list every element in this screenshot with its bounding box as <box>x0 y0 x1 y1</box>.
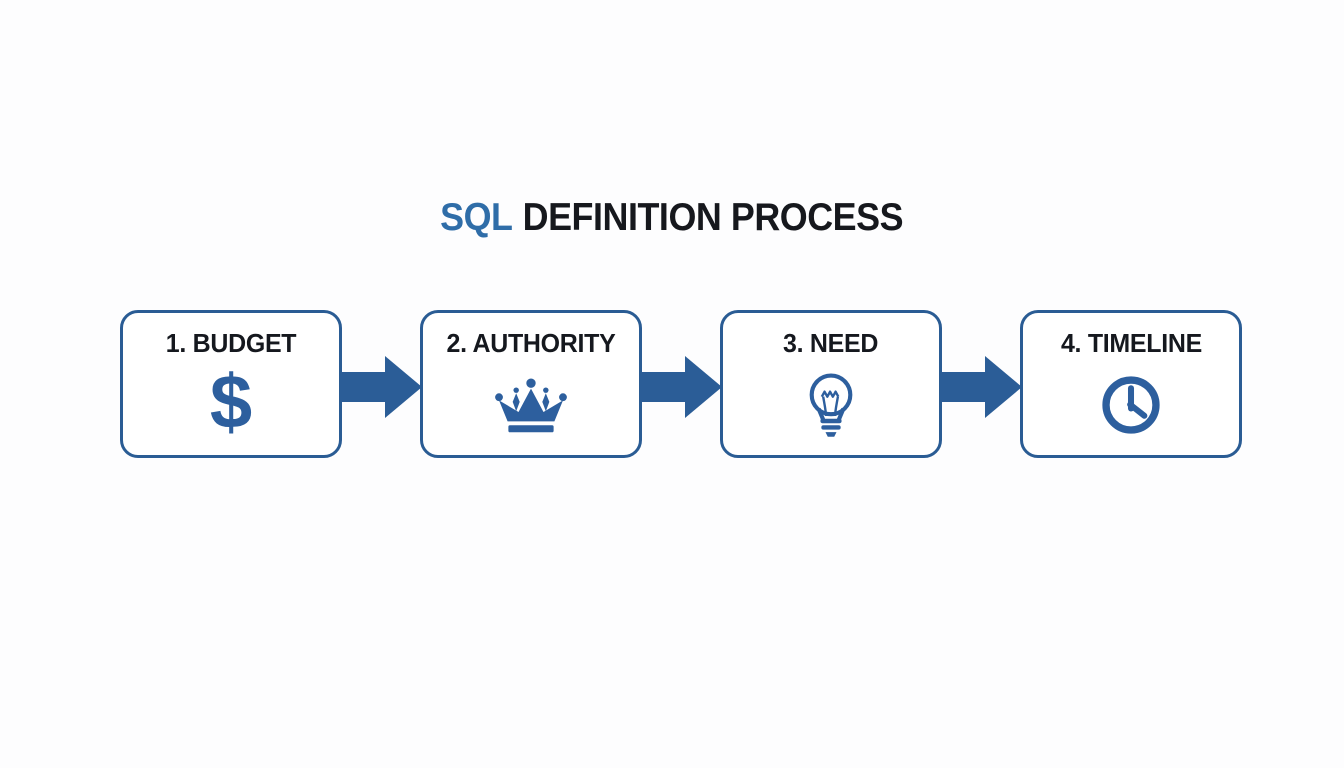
step-box-budget: 1. BUDGET $ <box>120 310 342 458</box>
title-rest: DEFINITION PROCESS <box>523 196 904 239</box>
title-highlight: SQL <box>440 196 514 239</box>
step-box-timeline: 4. TIMELINE <box>1020 310 1242 458</box>
step-label-need: 3. NEED <box>783 328 879 358</box>
step-box-need: 3. NEED <box>720 310 942 458</box>
step-label-budget: 1. BUDGET <box>165 328 297 358</box>
arrow-right-icon <box>940 356 1022 418</box>
lightbulb-icon <box>723 355 939 455</box>
arrow-right-icon <box>340 356 422 418</box>
step-box-authority: 2. AUTHORITY <box>420 310 642 458</box>
dollar-icon: $ <box>123 355 339 455</box>
step-label-authority: 2. AUTHORITY <box>446 328 616 358</box>
crown-icon <box>423 355 639 455</box>
dollar-glyph: $ <box>209 360 253 445</box>
step-label-timeline: 4. TIMELINE <box>1060 328 1202 358</box>
clock-icon <box>1023 355 1239 455</box>
arrow-right-icon <box>640 356 722 418</box>
